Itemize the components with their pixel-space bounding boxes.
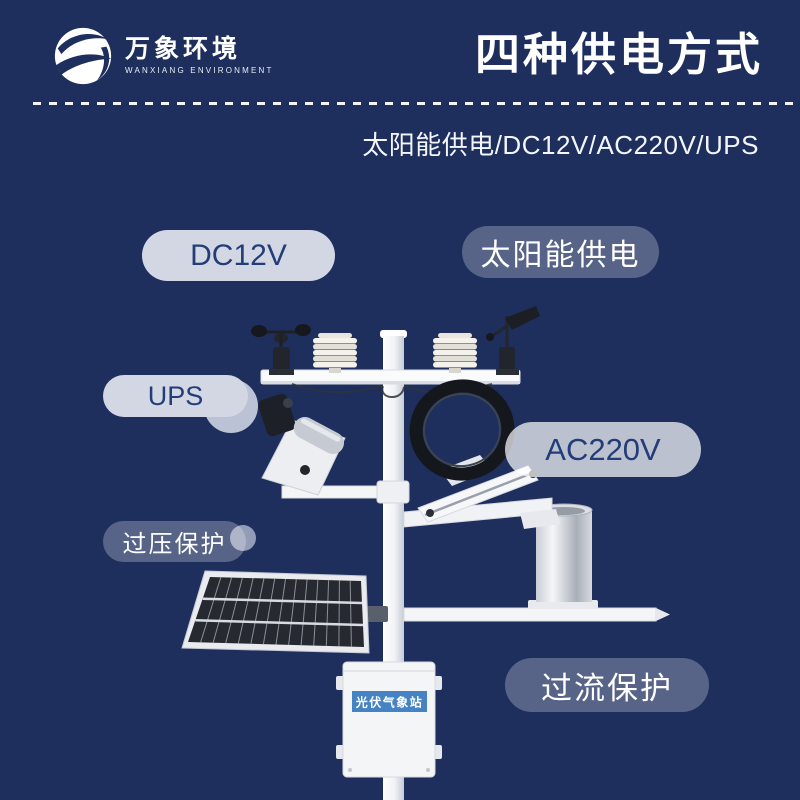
power-label-ups: UPS — [103, 375, 248, 417]
brand-logo: 万象环境 WANXIANG ENVIRONMENT — [53, 26, 274, 86]
power-label-overcurrent: 过流保护 — [505, 658, 709, 712]
globe-swirl-icon — [54, 27, 112, 85]
power-label-ac220v: AC220V — [505, 422, 701, 477]
solar-panel-grid — [200, 577, 352, 647]
brand-text: 万象环境 WANXIANG ENVIRONMENT — [125, 37, 274, 75]
radiation-shield-right — [433, 333, 477, 373]
radiation-shield-left — [313, 333, 357, 373]
brand-name-en: WANXIANG ENVIRONMENT — [125, 66, 274, 75]
power-label-dc12v: DC12V — [142, 230, 335, 281]
decor-circle-small — [230, 525, 256, 551]
dashed-divider — [33, 102, 796, 105]
lower-arm — [403, 607, 670, 622]
anemometer — [251, 324, 311, 375]
box-label-strip — [352, 691, 427, 712]
control-box: 光伏气象站 — [336, 661, 442, 778]
power-label-overvoltage: 过压保护 — [103, 521, 246, 562]
page-title: 四种供电方式 — [474, 29, 763, 80]
sun-tracker — [403, 379, 560, 529]
page-subtitle: 太阳能供电/DC12V/AC220V/UPS — [362, 130, 759, 160]
camera-sensor-assembly — [258, 393, 410, 504]
wind-vane — [486, 306, 540, 375]
solar-panel — [181, 570, 388, 654]
brand-name-cn: 万象环境 — [125, 35, 242, 63]
box-label-text: 光伏气象站 — [355, 695, 424, 710]
power-label-solar: 太阳能供电 — [462, 226, 659, 278]
